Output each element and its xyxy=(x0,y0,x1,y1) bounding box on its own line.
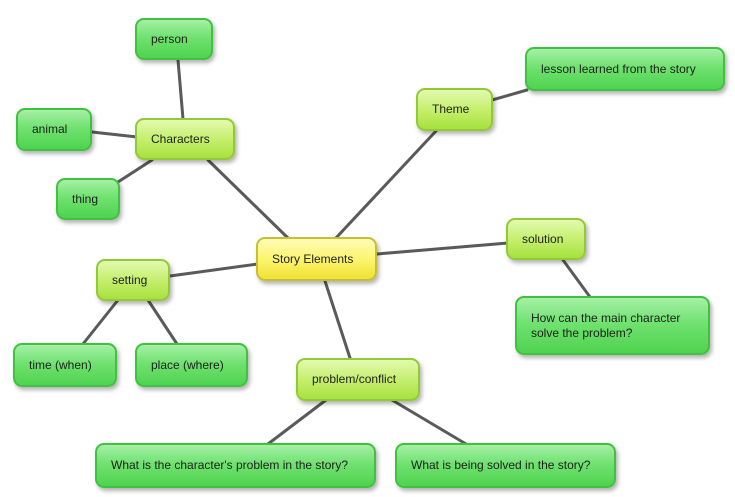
node-setting-label: setting xyxy=(112,272,148,287)
node-thing[interactable]: thing xyxy=(56,178,120,220)
connector-center-theme xyxy=(333,129,438,241)
connector-center-problem xyxy=(323,279,352,360)
node-time-label: time (when) xyxy=(29,357,92,372)
node-solution[interactable]: solution xyxy=(506,218,586,260)
connector-problem-qproblem xyxy=(266,398,328,446)
node-story-elements[interactable]: Story Elements xyxy=(256,237,377,281)
node-setting[interactable]: setting xyxy=(96,259,170,301)
node-time[interactable]: time (when) xyxy=(13,343,117,387)
connector-setting-place xyxy=(146,298,179,346)
node-solution-label: solution xyxy=(522,231,564,246)
node-story-elements-label: Story Elements xyxy=(272,251,354,266)
connector-problem-qsolved xyxy=(390,398,468,446)
node-theme[interactable]: Theme xyxy=(416,88,493,131)
connector-characters-thing xyxy=(116,158,154,184)
node-animal-label: animal xyxy=(32,122,68,136)
node-problem-conflict-label: problem/conflict xyxy=(312,372,397,386)
node-question-character-problem-label: What is the character's problem in the s… xyxy=(111,458,349,472)
node-question-being-solved-label: What is being solved in the story? xyxy=(411,458,591,472)
node-person-label: person xyxy=(151,31,188,46)
node-question-being-solved[interactable]: What is being solved in the story? xyxy=(395,443,616,488)
connector-setting-time xyxy=(81,298,120,346)
node-place[interactable]: place (where) xyxy=(135,343,248,387)
connector-characters-animal xyxy=(90,130,139,139)
node-animal[interactable]: animal xyxy=(16,108,92,151)
node-problem-conflict[interactable]: problem/conflict xyxy=(296,358,420,401)
node-characters-label: Characters xyxy=(151,131,210,146)
node-person[interactable]: person xyxy=(135,18,213,60)
node-question-character-problem[interactable]: What is the character's problem in the s… xyxy=(95,443,376,488)
node-lesson-label: lesson learned from the story xyxy=(541,61,696,76)
connector-theme-lesson xyxy=(490,88,529,102)
connector-center-characters xyxy=(206,158,292,242)
node-thing-label: thing xyxy=(72,191,99,206)
connector-center-solution xyxy=(375,241,510,256)
node-how-solve[interactable]: How can the main character solve the pro… xyxy=(515,296,710,355)
node-theme-label: Theme xyxy=(432,102,470,116)
connector-solution-how xyxy=(561,258,592,299)
node-how-solve-label: How can the main character solve the pro… xyxy=(531,310,681,340)
connector-center-setting xyxy=(168,262,260,278)
connector-characters-person xyxy=(176,58,185,121)
node-lesson[interactable]: lesson learned from the story xyxy=(525,47,725,91)
node-place-label: place (where) xyxy=(151,357,224,372)
node-characters[interactable]: Characters xyxy=(135,118,235,160)
